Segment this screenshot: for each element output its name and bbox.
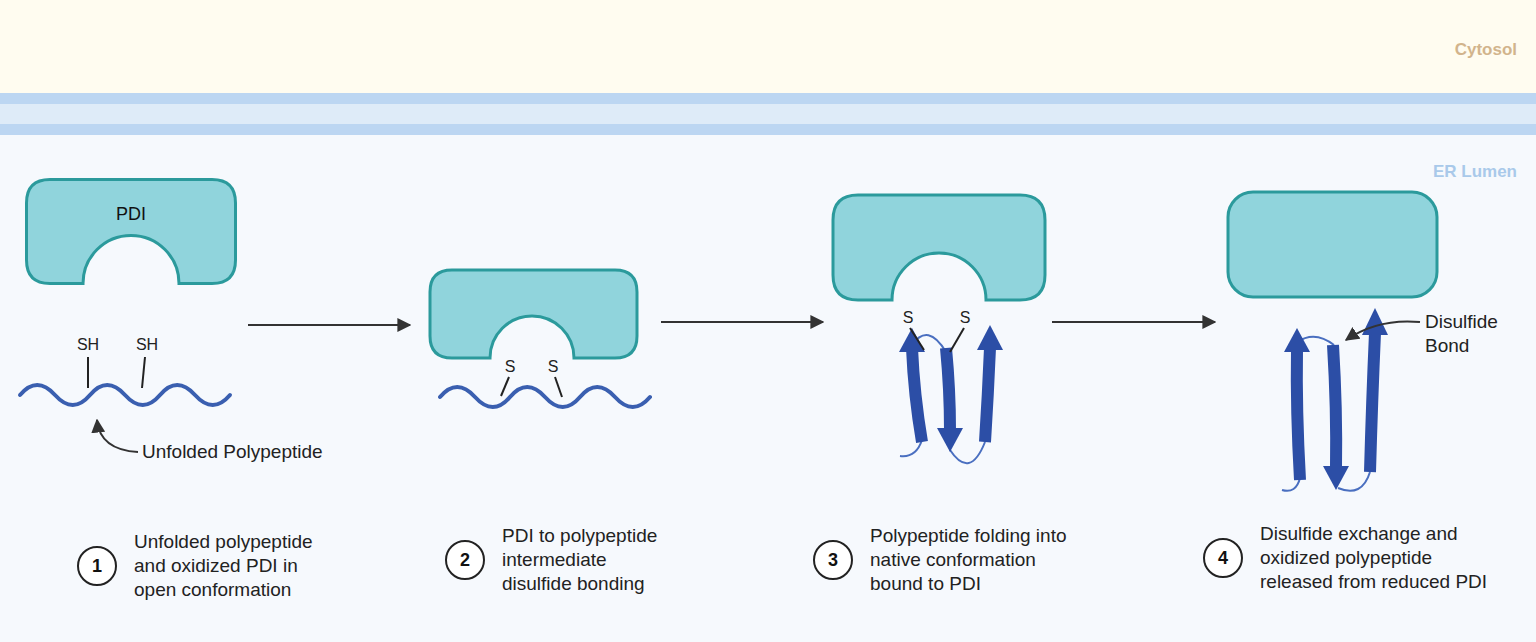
step-caption: Disulfide exchange and oxidized polypept…	[1260, 522, 1498, 594]
sulfur-label: S	[903, 309, 914, 327]
beta-strand	[1297, 350, 1300, 480]
stage-arrow	[1052, 321, 1215, 323]
thiol-bond	[87, 357, 89, 388]
enzyme-label: PDI	[25, 204, 237, 225]
sulfur-label: S	[505, 358, 516, 376]
callout-number: 2	[447, 550, 483, 571]
step-caption: Unfolded polypeptide and oxidized PDI in…	[134, 530, 334, 602]
step-caption: PDI to polypeptide intermediate disulfid…	[502, 524, 672, 596]
sulfur-label: S	[960, 309, 971, 327]
pdi-outline	[25, 178, 237, 285]
sulfur-label: S	[548, 358, 559, 376]
beta-strand	[1370, 333, 1375, 472]
pdi-enzyme: PDI	[25, 178, 237, 285]
callout-label: Unfolded Polypeptide	[142, 441, 323, 463]
beta-strand	[1333, 345, 1336, 468]
callout-circle: 2PDI to polypeptide intermediate disulfi…	[445, 540, 485, 580]
region-label: ER Lumen	[1433, 162, 1517, 182]
region-band: Cytosol	[0, 0, 1536, 93]
callout-circle: 1Unfolded polypeptide and oxidized PDI i…	[77, 546, 117, 586]
beta-strand	[985, 348, 990, 442]
beta-strand	[946, 348, 950, 430]
callout-circle: 4Disulfide exchange and oxidized polypep…	[1203, 538, 1243, 578]
callout-number: 1	[79, 556, 115, 577]
stage-arrow	[661, 321, 823, 323]
thiol-label: SH	[77, 336, 99, 354]
pdi-enzyme	[1228, 192, 1437, 297]
pdi-shape	[27, 180, 236, 284]
callout-circle: 3Polypeptide folding into native conform…	[813, 540, 853, 580]
region-label: Cytosol	[1455, 40, 1517, 60]
thiol-label: SH	[136, 336, 158, 354]
callout-number: 3	[815, 550, 851, 571]
stage-arrow	[248, 324, 410, 326]
step-caption: Polypeptide folding into native conforma…	[870, 524, 1080, 596]
callout-number: 4	[1205, 548, 1241, 569]
membrane-layer	[0, 124, 1536, 135]
membrane-layer	[0, 93, 1536, 104]
membrane-core	[0, 104, 1536, 124]
callout-label: Disulfide Bond	[1425, 310, 1510, 358]
